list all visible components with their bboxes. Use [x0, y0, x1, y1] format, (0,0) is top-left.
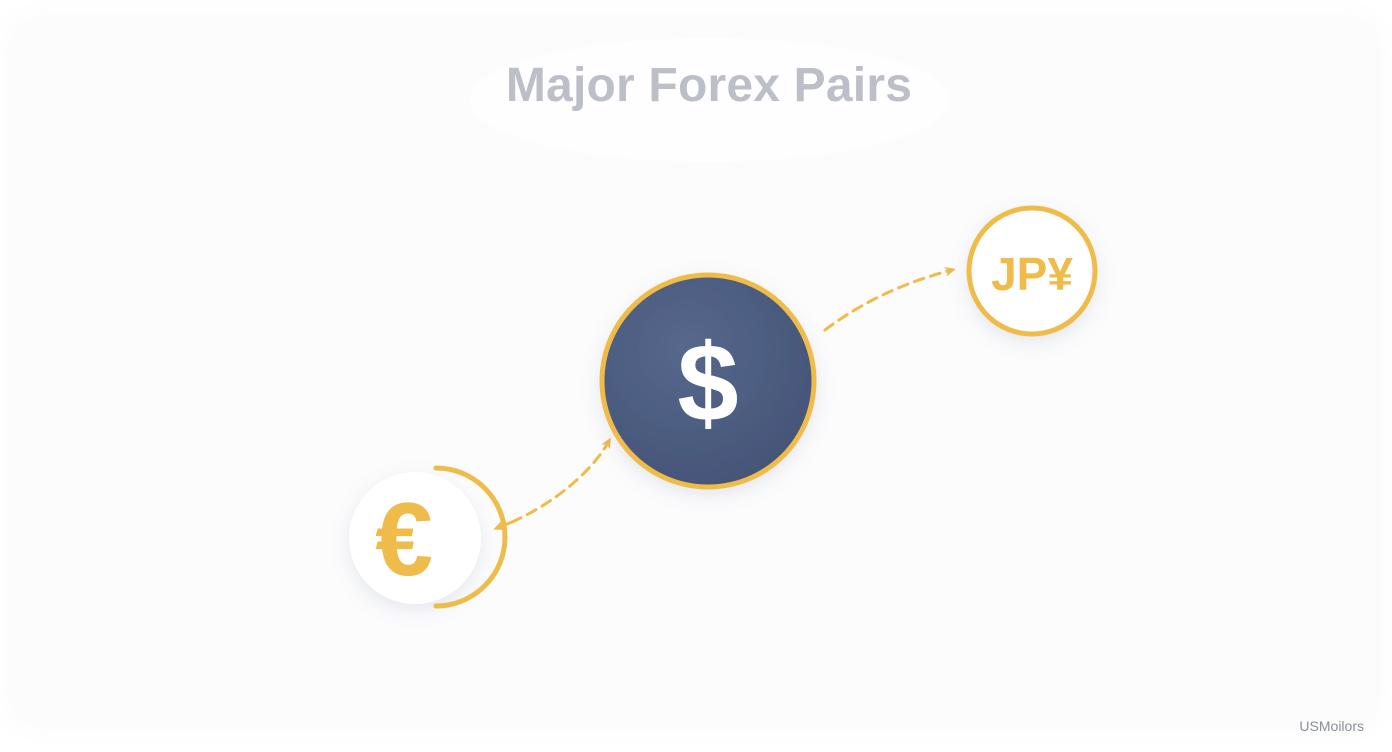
usd-coin: $ [599, 272, 817, 490]
title-halo [469, 38, 949, 162]
connector-usd-jpy [823, 266, 956, 332]
jpy-coin-circle [966, 205, 1098, 337]
eur-coin-ring-arc [433, 465, 508, 609]
yen-icon: JP¥ [991, 248, 1073, 300]
watermark-text: USMoilors [1299, 718, 1364, 734]
euro-icon: € [375, 482, 433, 598]
jpy-coin: JP¥ [966, 205, 1098, 337]
eur-coin: € [349, 465, 508, 609]
connector-eur-usd [510, 437, 611, 524]
dollar-icon: $ [677, 322, 738, 445]
eur-coin-backdrop [349, 472, 481, 604]
usd-coin-circle [599, 272, 817, 490]
